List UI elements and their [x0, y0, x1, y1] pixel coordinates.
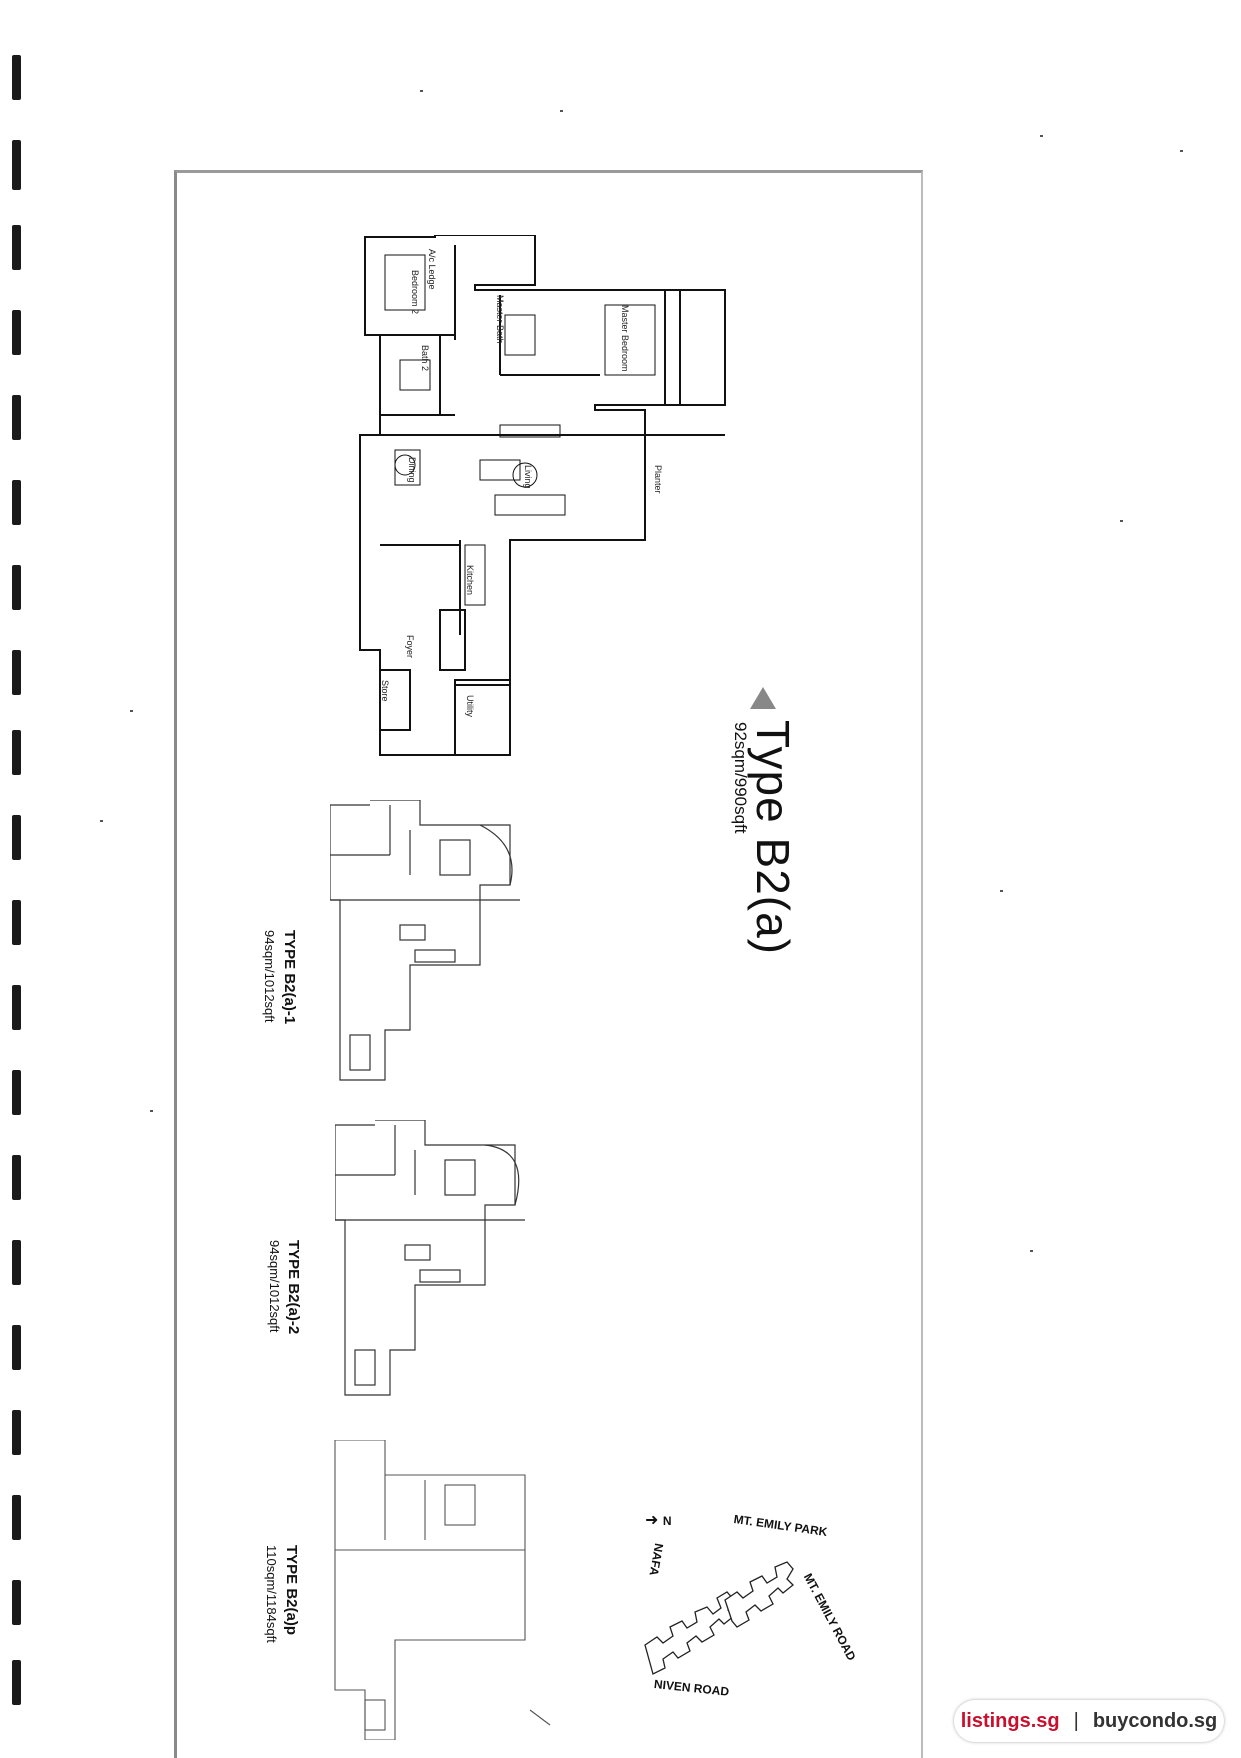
north-arrow-icon: ➜ [645, 1512, 659, 1529]
variant-p-area: 110sqm/1184sqft [264, 1545, 279, 1643]
variant-p-name: TYPE B2(a)p [283, 1545, 300, 1636]
brand-buycondo: buycondo.sg [1092, 1709, 1218, 1732]
source-watermark: listings.sg | buycondo.sg [954, 1700, 1224, 1742]
room-label-living: Living [523, 465, 533, 489]
variant-plan-2 [334, 1119, 535, 1405]
variant-1-name: TYPE B2(a)-1 [281, 930, 298, 1025]
plan-area: 92sqm/990sqft [731, 722, 750, 834]
room-label-kitchen: Kitchen [465, 565, 475, 596]
variant-1-area-caption: 94sqm/1012sqft [260, 930, 278, 1023]
main-plan-drawing [359, 235, 726, 756]
variant-p-caption: TYPE B2(a)p [282, 1545, 300, 1635]
north-arrow: ➜ N [645, 1510, 672, 1530]
type-area: 92sqm/990sqft [730, 722, 750, 834]
variant-plan-p [325, 1439, 555, 1745]
variant-2-area-caption: 94sqm/1012sqft [265, 1240, 283, 1333]
room-label-bath2: Bath 2 [420, 345, 430, 372]
brand-listings: listings.sg [960, 1709, 1060, 1732]
key-plan-triangle-icon [750, 687, 776, 709]
variant-p-drawing [334, 1439, 551, 1741]
variant-1-caption: TYPE B2(a)-1 [280, 930, 298, 1024]
room-label-master-bath: Master Bath [495, 295, 505, 344]
plan-title: Type B2(a) [747, 720, 799, 955]
road-label-nafa: NAFA [646, 1542, 667, 1577]
variant-2-caption: TYPE B2(a)-2 [284, 1240, 302, 1334]
room-label-dining: Dining [407, 457, 417, 483]
room-label-master-bedroom: Master Bedroom [620, 305, 630, 372]
variant-2-drawing [334, 1119, 525, 1396]
variant-2-area: 94sqm/1012sqft [267, 1240, 282, 1333]
variant-p-area-caption: 110sqm/1184sqft [262, 1545, 280, 1643]
brand-separator: | [1073, 1709, 1079, 1732]
room-label-bedroom2: Bedroom 2 [410, 270, 420, 315]
variant-1-drawing [329, 799, 520, 1081]
room-label-store: Store [380, 680, 390, 702]
variant-plan-1 [329, 799, 530, 1090]
variant-1-area: 94sqm/1012sqft [262, 930, 277, 1023]
site-key-plan [630, 1520, 830, 1700]
room-label-utility: Utility [465, 695, 475, 717]
main-floor-plan: A/c Ledge Bedroom 2 Master Bath Master B… [345, 235, 745, 765]
type-title: Type B2(a) [746, 720, 800, 955]
room-label-foyer: Foyer [405, 635, 415, 659]
north-label: N [662, 1514, 672, 1528]
room-label-planter: Planter [653, 465, 663, 494]
variant-2-name: TYPE B2(a)-2 [285, 1240, 302, 1335]
site-plan-drawing [644, 1561, 794, 1675]
room-label-ac-ledge: A/c Ledge [427, 249, 437, 290]
